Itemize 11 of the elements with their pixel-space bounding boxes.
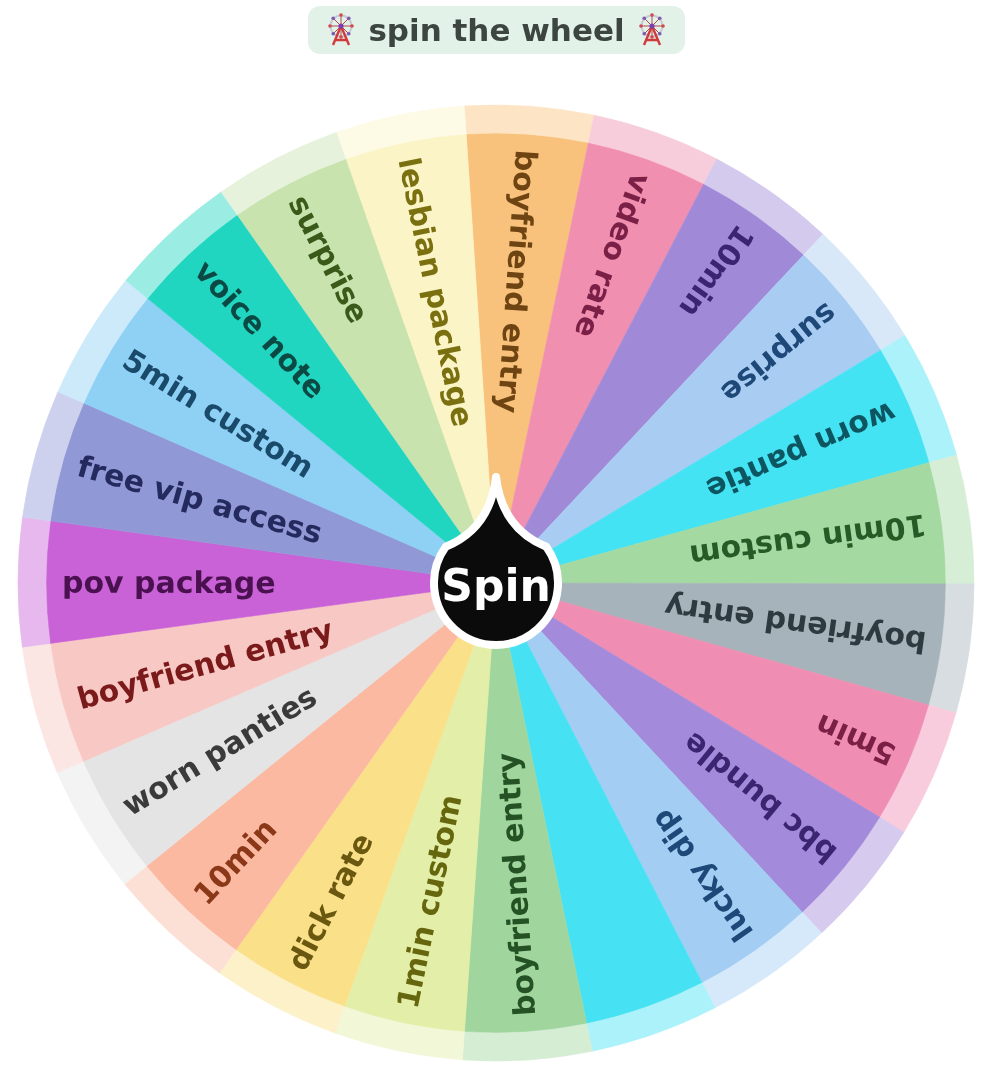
segment-label: 10min custom — [687, 507, 929, 575]
segment-label: 1min custom — [389, 791, 469, 1012]
segment-label: pov package — [61, 564, 276, 601]
segment-label: video rate — [567, 168, 659, 343]
title: spin the wheel — [368, 11, 625, 49]
segment-label: boyfriend entry — [490, 148, 544, 415]
segment-label: boyfriend entry — [662, 589, 929, 661]
segment-label: dick rate — [280, 827, 381, 977]
segment-label: boyfriend entry — [489, 751, 543, 1018]
segment-label: lesbian package — [391, 154, 481, 430]
spin-button: Spin — [430, 473, 562, 649]
